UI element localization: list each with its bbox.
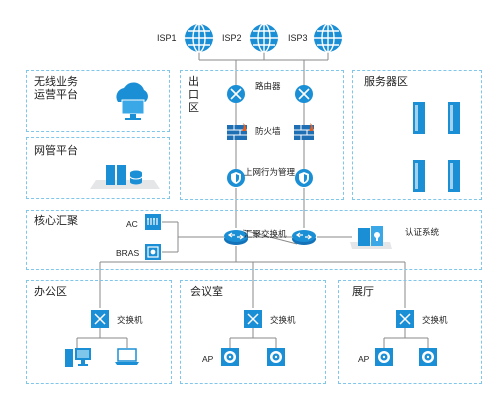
isp3-label: ISP3 bbox=[288, 33, 308, 43]
isp1-label: ISP1 bbox=[157, 33, 177, 43]
ac-controller-icon bbox=[144, 213, 162, 231]
isp1-globe-icon bbox=[183, 22, 215, 54]
meeting-switch-label: 交换机 bbox=[270, 315, 296, 325]
zone-hall bbox=[338, 280, 482, 384]
ac-label: AC bbox=[126, 219, 138, 229]
firewall-label: 防火墙 bbox=[255, 126, 281, 136]
switch-icon bbox=[90, 309, 110, 329]
behavior-mgmt-label: 上网行为管理 bbox=[244, 167, 296, 177]
zone-server-title: 服务器区 bbox=[364, 76, 408, 88]
router-icon bbox=[294, 84, 314, 104]
zone-netmgmt bbox=[26, 137, 170, 199]
hall-ap-label: AP bbox=[358, 354, 370, 364]
zone-meeting bbox=[180, 280, 326, 384]
auth-system-icon bbox=[350, 224, 392, 250]
switch-icon bbox=[395, 309, 415, 329]
hall-switch-label: 交换机 bbox=[422, 315, 448, 325]
agg-switch-icon bbox=[223, 228, 249, 246]
agg-switch-label: 汇聚交换机 bbox=[244, 229, 287, 239]
zone-meeting-title: 会议室 bbox=[190, 286, 223, 298]
zone-wireless-ops bbox=[26, 70, 170, 132]
zone-server bbox=[352, 70, 482, 200]
server-rack-icon bbox=[447, 159, 461, 193]
zone-hall-title: 展厅 bbox=[352, 286, 374, 298]
auth-system-label: 认证系统 bbox=[405, 227, 440, 237]
access-point-icon bbox=[220, 347, 240, 367]
isp2-globe-icon bbox=[248, 22, 280, 54]
zone-exit bbox=[180, 70, 344, 200]
wireless-platform-icon bbox=[108, 80, 154, 122]
zone-office bbox=[26, 280, 172, 384]
meeting-ap-label: AP bbox=[202, 354, 214, 364]
access-point-icon bbox=[266, 347, 286, 367]
office-switch-label: 交换机 bbox=[117, 315, 143, 325]
zone-office-title: 办公区 bbox=[34, 286, 67, 298]
zone-exit-title: 出 口 区 bbox=[188, 76, 199, 114]
router-label: 路由器 bbox=[255, 81, 281, 91]
agg-switch-icon bbox=[291, 228, 317, 246]
switch-icon bbox=[243, 309, 263, 329]
zone-core bbox=[26, 210, 482, 270]
desktop-pc-icon bbox=[64, 346, 92, 368]
server-rack-icon bbox=[447, 101, 461, 135]
router-icon bbox=[226, 84, 246, 104]
firewall-icon bbox=[293, 122, 315, 142]
netmgmt-servers-icon bbox=[88, 162, 162, 190]
zone-wireless-ops-title: 无线业务 运营平台 bbox=[34, 76, 78, 101]
access-point-icon bbox=[374, 347, 394, 367]
firewall-icon bbox=[226, 122, 248, 142]
server-rack-icon bbox=[412, 159, 426, 193]
isp3-globe-icon bbox=[312, 22, 344, 54]
behavior-mgmt-shield-icon bbox=[226, 168, 246, 188]
server-rack-icon bbox=[412, 101, 426, 135]
bras-icon bbox=[144, 243, 162, 261]
zone-netmgmt-title: 网管平台 bbox=[34, 145, 78, 157]
isp2-label: ISP2 bbox=[222, 33, 242, 43]
zone-core-title: 核心汇聚 bbox=[34, 215, 78, 227]
laptop-icon bbox=[114, 348, 140, 366]
behavior-mgmt-shield-icon bbox=[294, 168, 314, 188]
bras-label: BRAS bbox=[116, 248, 140, 258]
access-point-icon bbox=[418, 347, 438, 367]
